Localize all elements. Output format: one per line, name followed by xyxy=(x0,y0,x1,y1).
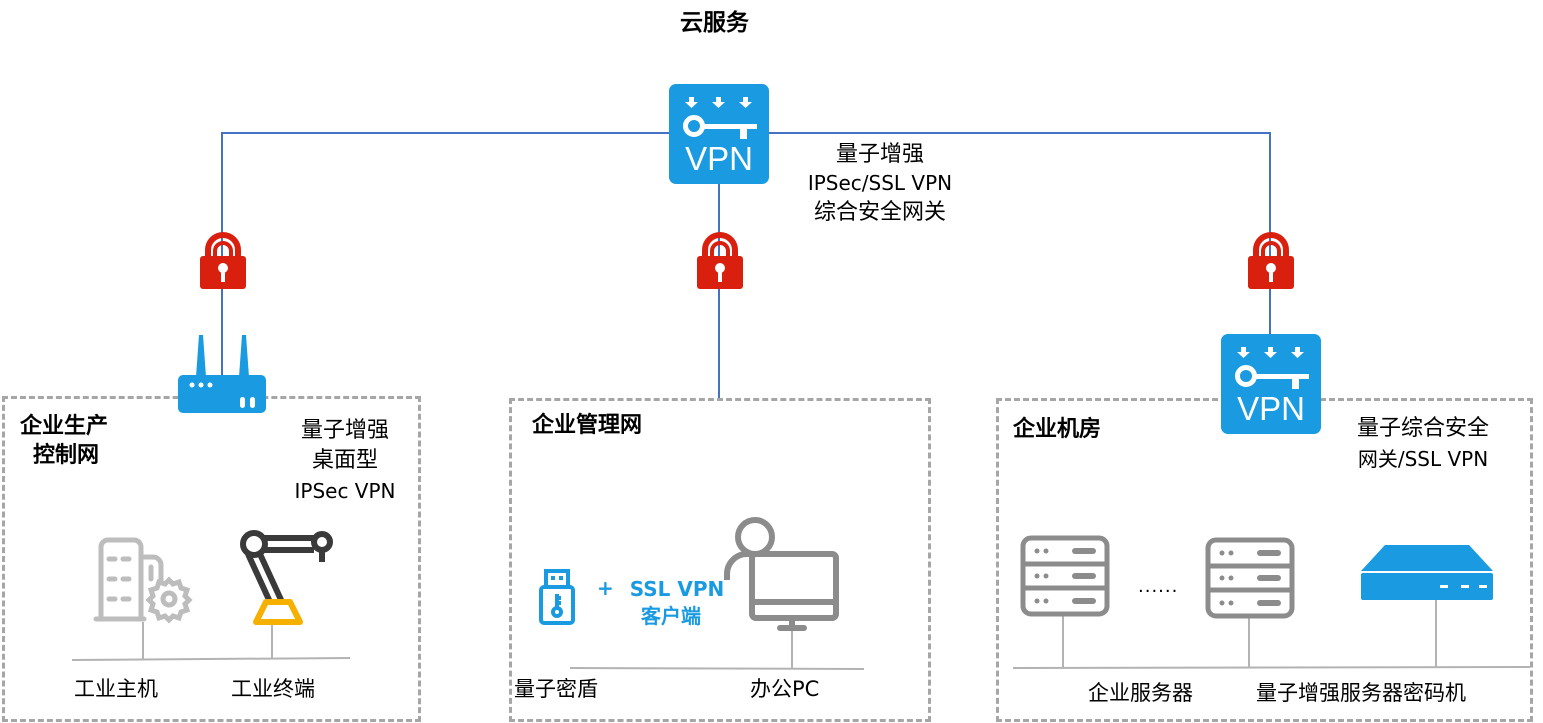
cloud-gateway-label: 量子增强 IPSec/SSL VPN 综合安全网关 xyxy=(780,140,980,227)
crypto-machine-icon xyxy=(1361,545,1493,600)
server-ellipsis: ...... xyxy=(1138,576,1179,597)
label-line: 量子综合安全 xyxy=(1356,416,1489,441)
router-icon xyxy=(178,335,266,413)
node-label-enterprise-server: 企业服务器 xyxy=(1088,681,1193,705)
node-label-office-pc: 办公PC xyxy=(750,677,820,701)
enterprise-server-2[interactable] xyxy=(1205,537,1295,623)
quantum-lock-icon xyxy=(200,232,246,289)
cloud-title: 云服务 xyxy=(680,10,749,36)
vpn-icon-text: VPN xyxy=(685,140,753,177)
label-line: 桌面型 xyxy=(311,448,378,473)
office-pc-icon xyxy=(724,517,839,631)
label-line: 量子增强 xyxy=(835,142,924,167)
vpn-icon-text: VPN xyxy=(1237,390,1305,427)
label-line: SSL VPN xyxy=(629,577,725,601)
label-line: 量子增强 xyxy=(300,418,389,443)
industrial-host[interactable] xyxy=(93,535,197,629)
plus-sign: + xyxy=(597,576,614,600)
server-icon xyxy=(1020,535,1110,617)
title-line: 企业生产 xyxy=(20,414,109,439)
desktop-router-label: 量子增强 桌面型 IPSec VPN xyxy=(270,416,420,506)
cloud-vpn-gateway[interactable]: VPN xyxy=(669,84,769,184)
link-lock-datacenter xyxy=(1247,232,1295,294)
title-line: 控制网 xyxy=(33,443,100,468)
label-line: 客户端 xyxy=(641,604,701,628)
link-lock-management xyxy=(696,232,744,294)
industrial-terminal[interactable] xyxy=(238,528,338,630)
management-zone-title: 企业管理网 xyxy=(532,413,643,438)
label-line: IPSec VPN xyxy=(294,479,396,503)
industrial-host-icon xyxy=(93,537,193,624)
quantum-usb-key[interactable] xyxy=(538,568,576,630)
datacenter-vpn-gateway[interactable]: VPN xyxy=(1221,334,1321,434)
management-bus-line xyxy=(569,667,865,670)
node-label-industrial-terminal: 工业终端 xyxy=(231,677,315,701)
ssl-vpn-client-label: SSL VPN 客户端 xyxy=(616,576,726,630)
production-bus-line xyxy=(71,657,351,661)
desktop-ipsec-router[interactable] xyxy=(176,333,268,419)
vpn-key-icon xyxy=(1221,334,1321,434)
office-pc[interactable] xyxy=(722,514,842,636)
usb-key-icon xyxy=(539,569,575,625)
quantum-lock-icon xyxy=(1248,232,1294,289)
server-icon xyxy=(1205,537,1295,619)
datacenter-bus-line xyxy=(1012,666,1531,669)
robot-arm-icon xyxy=(240,530,333,625)
quantum-lock-icon xyxy=(697,232,743,289)
label-line: 网关/SSL VPN xyxy=(1357,447,1489,471)
link-lock-production xyxy=(199,232,247,294)
zone-enterprise-management xyxy=(509,398,931,722)
label-line: IPSec/SSL VPN xyxy=(807,171,953,195)
vpn-key-icon xyxy=(669,84,769,184)
node-label-industrial-host: 工业主机 xyxy=(74,677,158,701)
enterprise-server-1[interactable] xyxy=(1020,535,1110,621)
label-line: 综合安全网关 xyxy=(813,200,946,225)
node-label-crypto-machine: 量子增强服务器密码机 xyxy=(1256,681,1466,705)
datacenter-zone-title: 企业机房 xyxy=(1013,417,1102,442)
production-zone-title: 企业生产 控制网 xyxy=(20,412,108,470)
quantum-server-crypto-machine[interactable] xyxy=(1360,544,1494,606)
node-label-usb-key: 量子密盾 xyxy=(514,677,598,701)
datacenter-gateway-label: 量子综合安全 网关/SSL VPN xyxy=(1335,414,1511,474)
